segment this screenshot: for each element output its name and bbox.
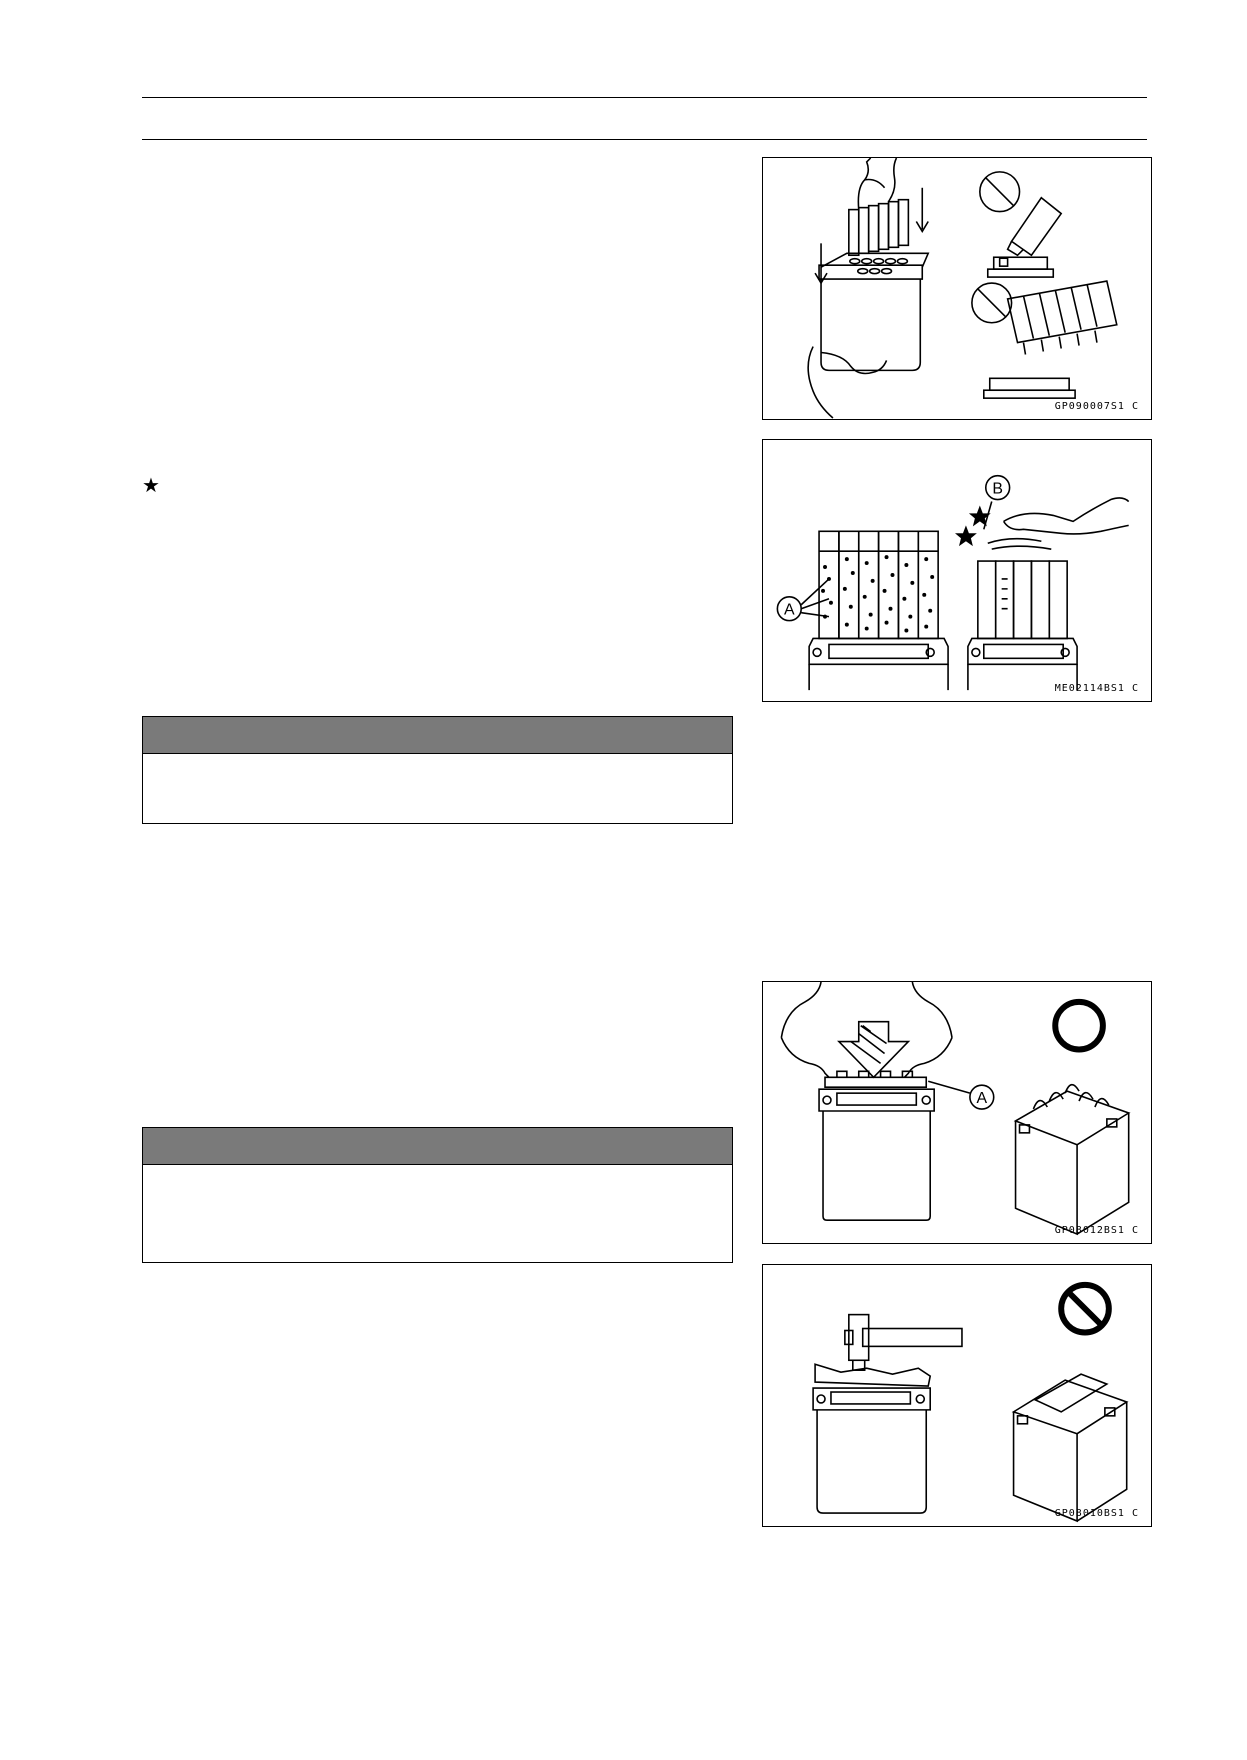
label-a: A <box>784 602 795 619</box>
battery-filling-illustration <box>807 158 1118 419</box>
figure-air-bubbles: A B ME02114BS1 C <box>762 439 1152 702</box>
label-a: A <box>977 1090 988 1107</box>
label-b: B <box>992 481 1003 498</box>
figure-electrolyte-filling: GP090007S1 C <box>762 157 1152 420</box>
figure-code-1: GP090007S1 C <box>1054 401 1139 412</box>
notice-box-1 <box>142 716 733 824</box>
figure-seal-cap-correct: A GP08012BS1 C <box>762 981 1152 1244</box>
hammer-prohibited-illustration <box>812 1281 1129 1523</box>
notice-body-2 <box>143 1165 732 1181</box>
figure-code-2: ME02114BS1 C <box>1054 683 1139 694</box>
battery-bubbles-illustration: A B <box>776 474 1130 691</box>
figure-seal-cap-prohibited: GP08010BS1 C <box>762 1264 1152 1527</box>
figure-code-4: GP08010BS1 C <box>1054 1508 1139 1519</box>
notice-heading-2 <box>143 1128 732 1165</box>
cap-pressing-illustration: A <box>780 982 1131 1236</box>
figure-code-3: GP08012BS1 C <box>1054 1225 1139 1236</box>
header-rule-top <box>142 97 1147 98</box>
notice-heading-1 <box>143 717 732 754</box>
notice-body-1 <box>143 754 732 770</box>
star-icon: ★ <box>142 475 160 497</box>
header-rule-bottom <box>142 139 1147 140</box>
notice-box-2 <box>142 1127 733 1263</box>
